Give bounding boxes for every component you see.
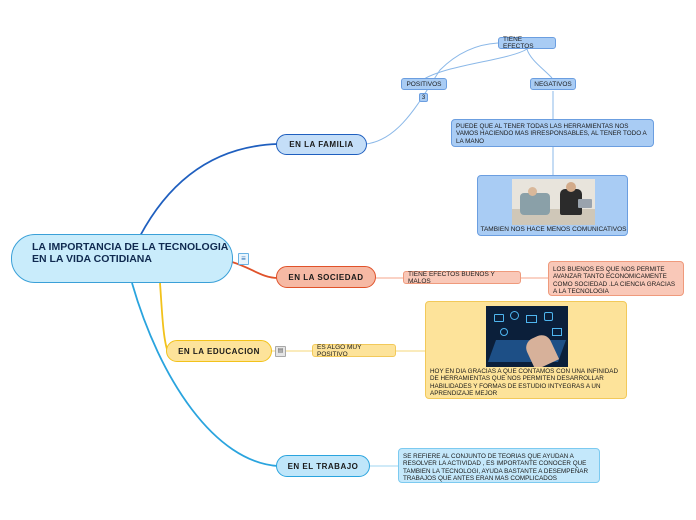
node-educacion-detalle[interactable]: HOY EN DIA GRACIAS A QUE CONTAMOS CON UN… [425, 301, 627, 399]
node-sociedad-detalle-label: LOS BUENOS ES QUE NOS PERMITE AVANZAR TA… [553, 266, 676, 296]
link-familia-tiene-efectos [365, 42, 499, 145]
link-root-educacion [159, 282, 169, 353]
attachment-icon[interactable]: ▤ [275, 346, 286, 357]
branch-familia-label: EN LA FAMILIA [289, 140, 354, 149]
branch-sociedad-label: EN LA SOCIEDAD [288, 272, 364, 282]
link-root-familia [139, 143, 279, 237]
notes-icon[interactable]: ≡ [238, 253, 249, 265]
central-topic[interactable]: LA IMPORTANCIA DE LA TECNOLOGIA EN LA VI… [11, 234, 233, 283]
node-tiene-efectos[interactable]: TIENE EFECTOS [498, 36, 556, 50]
link-efectos-negativos [526, 48, 553, 79]
collapsed-children-count: 3 [421, 95, 426, 101]
node-negativos[interactable]: NEGATIVOS [530, 78, 576, 90]
node-imagen-familia[interactable]: TAMBIEN NOS HACE MENOS COMUNICATIVOS [477, 175, 628, 236]
branch-sociedad[interactable]: EN LA SOCIEDAD [276, 266, 376, 288]
branch-trabajo-label: EN EL TRABAJO [287, 461, 359, 471]
collapsed-children-badge[interactable]: 3 [419, 93, 428, 102]
central-topic-title: LA IMPORTANCIA DE LA TECNOLOGIA EN LA VI… [32, 241, 228, 265]
node-trabajo-detalle[interactable]: SE REFIERE AL CONJUNTO DE TEORIAS QUE AY… [398, 448, 600, 483]
node-efectos-buenos-malos[interactable]: TIENE EFECTOS BUENOS Y MALOS [403, 270, 521, 285]
tablet-photo [486, 306, 568, 367]
branch-educacion[interactable]: EN LA EDUCACION [166, 340, 272, 362]
node-positivos[interactable]: POSITIVOS [401, 78, 447, 90]
link-root-sociedad [231, 261, 279, 279]
link-efectos-positivos [423, 48, 528, 80]
node-negativos-texto[interactable]: PUEDE QUE AL TENER TODAS LAS HERRAMIENTA… [451, 119, 654, 147]
node-educacion-detalle-label: HOY EN DIA GRACIAS A QUE CONTAMOS CON UN… [430, 368, 619, 398]
branch-familia[interactable]: EN LA FAMILIA [276, 134, 367, 155]
node-es-algo-muy-positivo-label: ES ALGO MUY POSITIVO [317, 343, 362, 358]
node-positivos-label: POSITIVOS [406, 80, 442, 88]
node-trabajo-detalle-label: SE REFIERE AL CONJUNTO DE TEORIAS QUE AY… [403, 453, 588, 483]
image-caption: TAMBIEN NOS HACE MENOS COMUNICATIVOS [480, 226, 627, 233]
node-es-algo-muy-positivo[interactable]: ES ALGO MUY POSITIVO [312, 343, 396, 358]
node-negativos-label: NEGATIVOS [534, 80, 572, 88]
node-sociedad-detalle[interactable]: LOS BUENOS ES QUE NOS PERMITE AVANZAR TA… [548, 261, 684, 296]
node-tiene-efectos-label: TIENE EFECTOS [503, 36, 534, 50]
node-efectos-buenos-malos-label: TIENE EFECTOS BUENOS Y MALOS [408, 270, 495, 285]
branch-trabajo[interactable]: EN EL TRABAJO [276, 455, 370, 477]
family-photo [512, 179, 595, 225]
node-negativos-texto-label: PUEDE QUE AL TENER TODAS LAS HERRAMIENTA… [456, 123, 647, 145]
branch-educacion-label: EN LA EDUCACION [178, 346, 260, 356]
link-root-trabajo [131, 282, 279, 467]
